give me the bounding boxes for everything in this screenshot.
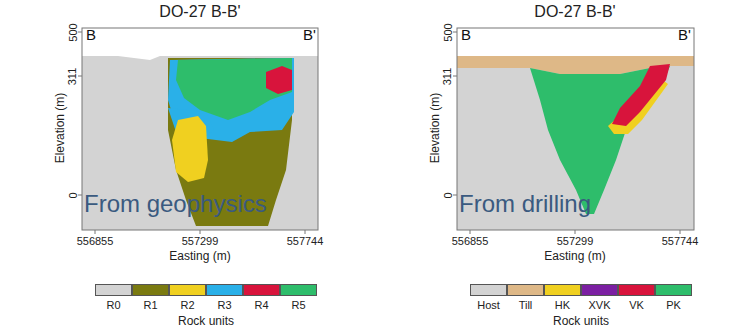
legend-label: HK bbox=[555, 300, 570, 311]
legend-label: Host bbox=[477, 300, 500, 311]
legend-swatch bbox=[95, 284, 132, 296]
tick-label: 311 bbox=[67, 67, 78, 85]
legend-swatch bbox=[655, 284, 692, 296]
legend-swatch bbox=[507, 284, 544, 296]
tick-label: 0 bbox=[443, 192, 454, 198]
legend-label: R4 bbox=[254, 300, 268, 311]
legend-label: PK bbox=[666, 300, 681, 311]
legend-swatch bbox=[243, 284, 280, 296]
section-end-label: B' bbox=[303, 27, 316, 42]
legend-swatch bbox=[132, 284, 169, 296]
legend-label: R3 bbox=[217, 300, 231, 311]
panel-annotation: From drilling bbox=[459, 192, 591, 216]
panel-title: DO-27 B-B' bbox=[159, 4, 240, 20]
panel-title: DO-27 B-B' bbox=[534, 4, 615, 20]
legend-label: Till bbox=[519, 300, 533, 311]
axis-title: Elevation (m) bbox=[54, 93, 66, 164]
axis-title: Elevation (m) bbox=[429, 93, 441, 164]
tick-label: 557744 bbox=[287, 236, 324, 247]
legend-label: R2 bbox=[180, 300, 194, 311]
tick-label: 556855 bbox=[77, 236, 114, 247]
legend-swatch bbox=[169, 284, 206, 296]
legend-label: R1 bbox=[143, 300, 157, 311]
legend-swatch bbox=[280, 284, 317, 296]
tick-label: 0 bbox=[68, 192, 79, 198]
panel-annotation: From geophysics bbox=[84, 192, 267, 216]
geophysics-section bbox=[78, 28, 318, 234]
axis-title: Easting (m) bbox=[169, 250, 230, 262]
legend-swatch bbox=[618, 284, 655, 296]
legend-label: R5 bbox=[291, 300, 305, 311]
section-end-label: B' bbox=[678, 27, 691, 42]
section-end-label: B bbox=[86, 27, 96, 42]
legend-swatch bbox=[581, 284, 618, 296]
tick-label: 557744 bbox=[662, 236, 699, 247]
tick-label: 557299 bbox=[182, 236, 219, 247]
legend-label: XVK bbox=[588, 300, 610, 311]
legend-title: Rock units bbox=[178, 315, 234, 327]
legend-title: Rock units bbox=[553, 315, 609, 327]
legend-swatch bbox=[206, 284, 243, 296]
drilling-section bbox=[453, 28, 694, 234]
tick-label: 556855 bbox=[452, 236, 489, 247]
tick-label: 311 bbox=[442, 67, 453, 85]
section-end-label: B bbox=[461, 27, 471, 42]
tick-label: 557299 bbox=[557, 236, 594, 247]
legend-swatch bbox=[470, 284, 507, 296]
legend-label: VK bbox=[629, 300, 644, 311]
tick-label: 500 bbox=[442, 23, 453, 41]
legend-swatch bbox=[544, 284, 581, 296]
tick-label: 500 bbox=[67, 23, 78, 41]
axis-title: Easting (m) bbox=[544, 250, 605, 262]
legend-label: R0 bbox=[106, 300, 120, 311]
